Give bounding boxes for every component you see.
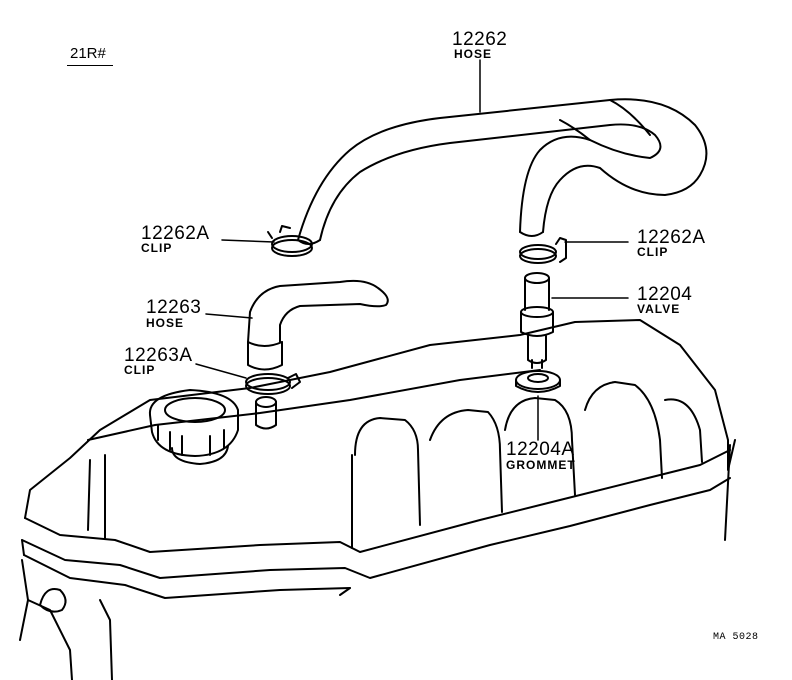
callout-12263-desc: HOSE — [146, 316, 185, 330]
clip-12263a — [245, 373, 301, 395]
clip-12262a-left — [267, 225, 313, 257]
callout-12204-number: 12204 — [637, 284, 693, 305]
leader-lines — [195, 59, 629, 441]
callout-12263a-desc: CLIP — [124, 363, 156, 377]
callout-12262-number: 12262 — [452, 29, 508, 50]
callout-12204a-number: 12204A — [506, 439, 575, 460]
pcv-valve-12204 — [520, 272, 554, 369]
callout-12263-number: 12263 — [146, 297, 202, 318]
callout-12262a-right-desc: CLIP — [637, 245, 669, 259]
callout-12204-desc: VALVE — [637, 302, 681, 316]
callout-12262-desc: HOSE — [454, 47, 493, 61]
drawing-code: MA 5028 — [713, 632, 759, 643]
hose-12262 — [297, 98, 708, 245]
variant-label: 21R# — [70, 45, 106, 62]
callout-12262a-right-number: 12262A — [637, 227, 706, 248]
valve-cover — [19, 319, 736, 680]
callout-12204a-desc: GROMMET — [506, 458, 576, 472]
hose-12263 — [247, 279, 389, 371]
breather-pipe — [255, 396, 277, 430]
callout-12263a-number: 12263A — [124, 345, 193, 366]
oil-filler-cap — [148, 389, 239, 465]
variant-underline — [67, 65, 113, 66]
callout-12262a-left-number: 12262A — [141, 223, 210, 244]
clip-12262a-right — [519, 237, 567, 264]
grommet-12204a — [515, 370, 561, 393]
callout-12262a-left-desc: CLIP — [141, 241, 173, 255]
